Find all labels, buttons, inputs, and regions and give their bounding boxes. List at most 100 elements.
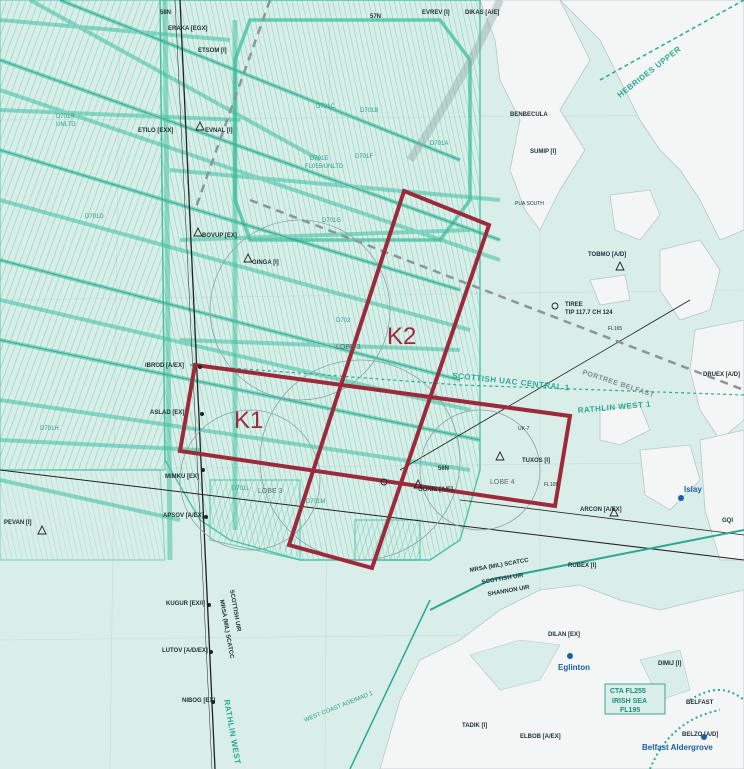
waypoint-tiree[interactable]: TIREE <box>565 302 583 308</box>
label-d701c: D701C <box>316 104 335 110</box>
land-colonsay <box>599 404 651 446</box>
boundary-sw <box>349 599 431 769</box>
cta-top: CTA FL255 <box>610 688 646 695</box>
waypoint-rubex[interactable]: RUBEX [I] <box>568 563 596 569</box>
lough <box>469 639 561 691</box>
land-tiree <box>589 274 631 306</box>
route-line-vertical <box>179 0 216 769</box>
shannon-boundary <box>429 529 744 611</box>
waypoint-tuxos[interactable]: TUXOS [I] <box>522 458 550 464</box>
cta-box <box>604 683 666 715</box>
waypoint-pevan[interactable]: PEVAN [I] <box>4 520 32 526</box>
waypoint-triangle-icon <box>193 226 203 237</box>
label-d701a: D701A <box>430 141 448 147</box>
waypoint-eraka[interactable]: ERAKA [EGX] <box>168 26 207 32</box>
lat-label-56n: 56N <box>438 466 449 472</box>
waypoint-arcon[interactable]: ARCON [A/EX] <box>580 507 622 513</box>
route-line-tobmo <box>399 299 691 471</box>
waypoint-tobmo[interactable]: TOBMO [A/D] <box>588 252 626 258</box>
waypoint-triangle-icon <box>609 506 619 517</box>
waypoint-dimij[interactable]: DIMIJ [I] <box>658 661 681 667</box>
label-d701d: D701D <box>85 214 104 220</box>
land-mull <box>659 239 721 321</box>
waypoint-belfast[interactable]: BELFAST <box>686 700 714 706</box>
vertical-airways <box>162 0 238 561</box>
waypoint-nibog[interactable]: NIBOG [EX] <box>182 698 215 704</box>
airport-belfast-icon[interactable] <box>701 734 707 740</box>
cta-bottom: FL195 <box>620 707 640 714</box>
label-fl165: FL165 <box>608 326 622 332</box>
label-k2: K2 <box>387 323 416 350</box>
waypoint-druex[interactable]: DRUEX [A/D] <box>703 372 740 378</box>
area-box-k2[interactable] <box>286 188 492 571</box>
route-points <box>198 365 215 704</box>
label-d701r: D701R <box>56 114 75 120</box>
land-ireland <box>379 584 744 769</box>
waypoint-ibrod[interactable]: IBROD [A/EX] <box>145 363 184 369</box>
cta-middle: IRISH SEA <box>612 698 647 705</box>
label-d701g: D701G <box>322 218 341 224</box>
waypoint-triangle-icon <box>495 450 505 461</box>
waypoint-tip-freq[interactable]: TIP 117.7 CH 124 <box>565 310 613 316</box>
waypoint-dilan[interactable]: DILAN [EX] <box>548 632 580 638</box>
label-fl055: FL055/UNLTD <box>305 164 344 170</box>
place-islay[interactable]: Islay <box>684 485 702 494</box>
waypoint-mimku[interactable]: MIMKU [EX] <box>165 474 199 480</box>
waypoint-gonie[interactable]: GONIE [A/E] <box>418 487 453 493</box>
waypoint-lutov[interactable]: LUTOV [A/D/EX] <box>162 648 208 654</box>
airport-islay-icon[interactable] <box>678 495 684 501</box>
label-pua-south: PUA SOUTH <box>515 201 544 207</box>
fir-boundary-diag <box>249 198 744 392</box>
danger-area-west[interactable] <box>0 0 166 471</box>
waypoint-elbob[interactable]: ELBOB [A/EX] <box>520 734 561 740</box>
uac-boundary <box>189 364 744 396</box>
waypoint-triangle-icon <box>195 120 205 131</box>
waypoint-belzo[interactable]: BELZO [A/D] <box>682 732 718 738</box>
airway-centerlines <box>0 0 501 441</box>
waypoint-etilo[interactable]: ETILO [EXX] <box>138 128 173 134</box>
waypoint-apsov[interactable]: APSOV [A/EX] <box>163 513 204 519</box>
waypoint-triangle-icon <box>37 524 47 535</box>
waypoint-bovup[interactable]: BOVUP [EX] <box>202 233 237 239</box>
label-d701e: D701E <box>310 156 328 162</box>
label-lobe-4: LOBE 4 <box>490 479 515 486</box>
waypoint-benbecula[interactable]: BENBECULA <box>510 112 548 118</box>
label-unltd: UNLTD <box>56 122 76 128</box>
waypoint-etsom[interactable]: ETSOM [I] <box>198 48 227 54</box>
waypoint-tadik[interactable]: TADIK [I] <box>462 723 487 729</box>
waypoint-symbols <box>37 120 625 535</box>
place-belfast-aldergrove[interactable]: Belfast Aldergrove <box>642 743 713 752</box>
airport-eglinton-icon[interactable] <box>567 653 573 659</box>
label-lobe-3-top: LOBE 3 <box>336 344 361 351</box>
belfast-cta-boundary-2 <box>649 709 721 769</box>
waypoint-aslad[interactable]: ASLAD [EX] <box>150 410 184 416</box>
land-islay <box>639 444 701 511</box>
place-eglinton[interactable]: Eglinton <box>558 663 590 672</box>
label-fl105: FL105 <box>544 482 558 488</box>
waypoint-dikas[interactable]: DIKAS [A/E] <box>465 10 499 16</box>
waypoint-evnal[interactable]: EVNAL [I] <box>205 128 233 134</box>
label-d701h: D701H <box>40 426 59 432</box>
label-d701b: D701B <box>360 108 378 114</box>
label-d701f: D701F <box>355 154 373 160</box>
waypoint-gqi[interactable]: GQI <box>722 518 733 524</box>
waypoint-sumip[interactable]: SUMIP [I] <box>530 149 556 155</box>
land-island <box>609 189 661 241</box>
label-d701l: D701L <box>232 486 250 492</box>
land-kintyre <box>699 429 744 561</box>
route-line-arcon <box>459 499 744 536</box>
waypoint-evrev[interactable]: EVREV [I] <box>422 10 450 16</box>
label-d702: D702 <box>336 318 351 324</box>
label-uk7: UK-7 <box>518 426 530 432</box>
area-box-k1[interactable] <box>177 362 573 509</box>
waypoint-ginga[interactable]: GINGA [I] <box>252 260 279 266</box>
waypoint-triangle-icon <box>615 260 625 271</box>
danger-area-southwest[interactable] <box>0 469 166 561</box>
lobe-circles <box>179 219 541 561</box>
waypoint-triangle-icon <box>413 478 423 489</box>
label-d701m: D701M <box>306 499 325 505</box>
label-k1: K1 <box>234 407 263 434</box>
waypoint-kugur[interactable]: KUGUR [EX/I] <box>166 601 205 607</box>
